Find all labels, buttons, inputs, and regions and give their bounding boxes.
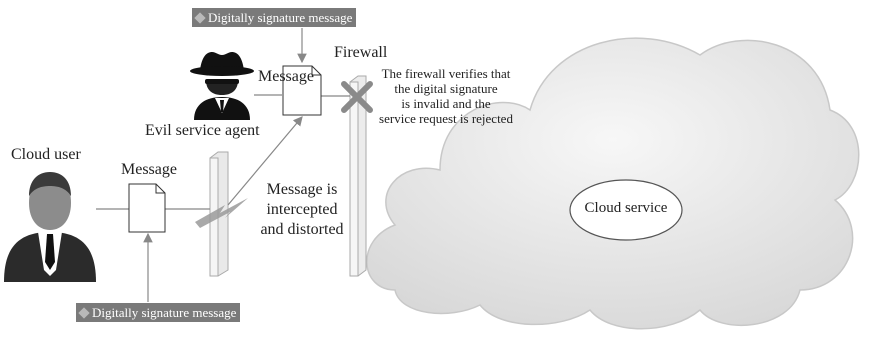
evil-agent-label: Evil service agent bbox=[145, 122, 260, 139]
firewall-note-line: The firewall verifies that bbox=[381, 66, 511, 81]
firewall-label: Firewall bbox=[334, 44, 388, 61]
lightning-icon bbox=[195, 198, 248, 228]
top-signature-tag: Digitally signature message bbox=[192, 8, 357, 27]
line-intercept-to-evil-message bbox=[227, 116, 303, 206]
firewall-note-line: is invalid and the bbox=[401, 96, 491, 111]
tag-bullet-icon bbox=[194, 12, 206, 24]
document-icon bbox=[128, 183, 166, 233]
user-message-label: Message bbox=[121, 161, 177, 178]
intercept-note: Message is intercepted and distorted bbox=[256, 180, 348, 240]
top-signature-tag-label: Digitally signature message bbox=[208, 10, 353, 25]
cloud-service-label: Cloud service bbox=[584, 200, 668, 216]
firewall-bar bbox=[349, 75, 367, 277]
cloud-user-label: Cloud user bbox=[11, 146, 81, 163]
bottom-signature-tag-label: Digitally signature message bbox=[92, 305, 237, 320]
user-icon bbox=[4, 172, 96, 282]
intercept-note-line: and distorted bbox=[260, 221, 344, 238]
evil-message-label: Message bbox=[258, 68, 314, 85]
tag-bullet-icon bbox=[78, 307, 90, 319]
spy-icon bbox=[190, 52, 254, 120]
firewall-note-line: the digital signature bbox=[394, 81, 498, 96]
intercept-note-line: Message is bbox=[266, 181, 338, 198]
firewall-note-line: service request is rejected bbox=[379, 111, 513, 126]
intercept-note-line: intercepted bbox=[266, 201, 338, 218]
document-icon bbox=[282, 65, 322, 116]
bottom-signature-tag: Digitally signature message bbox=[76, 303, 241, 322]
firewall-note: The firewall verifies that the digital s… bbox=[366, 66, 526, 126]
reject-x-icon bbox=[341, 81, 373, 113]
cloud-service-ellipse bbox=[569, 179, 683, 241]
